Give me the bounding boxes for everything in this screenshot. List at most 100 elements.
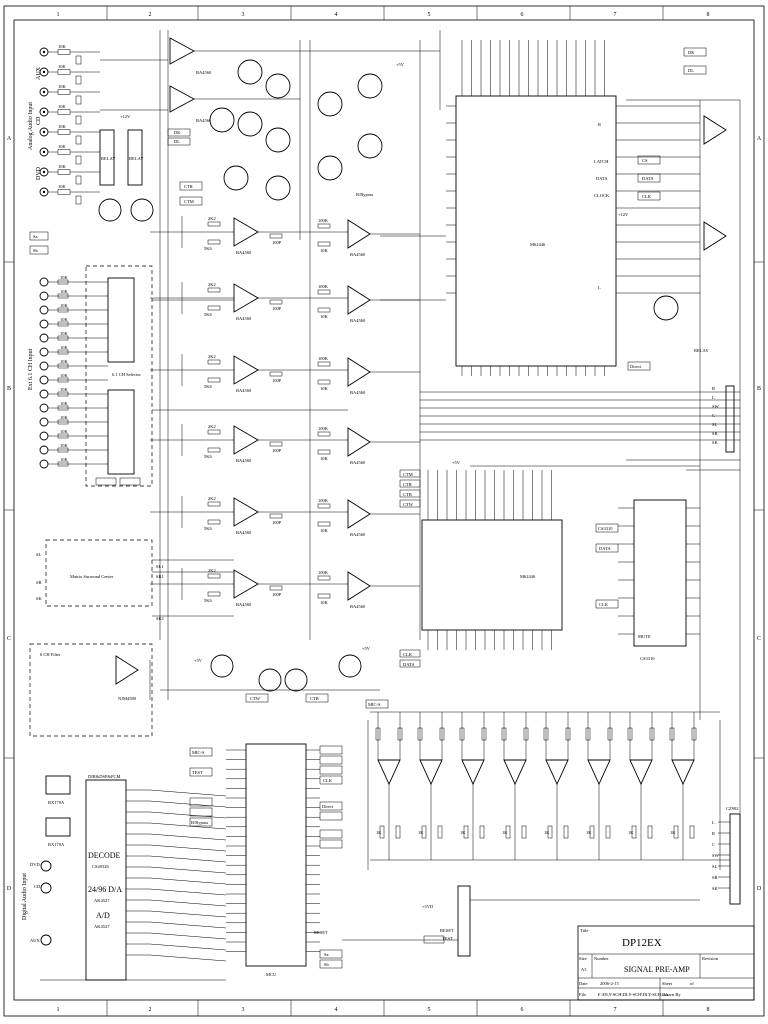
- rca-jack: [40, 882, 52, 894]
- resistor: [421, 825, 427, 839]
- opamp-symbol: [115, 655, 139, 685]
- transistor: [338, 654, 362, 678]
- component-value: 2K2: [208, 496, 216, 501]
- rca-jack-pin: [42, 70, 46, 74]
- section-label-analog-input: Analog Audio Input: [28, 102, 34, 150]
- resistor: [57, 189, 71, 195]
- resistor: [647, 825, 653, 839]
- chip-pins: [126, 789, 227, 962]
- resistor: [57, 461, 69, 467]
- component-value: 10K: [320, 248, 329, 253]
- chip-label-adc: A/D: [96, 911, 110, 920]
- resistor: [57, 447, 69, 453]
- net-tag: [319, 949, 343, 959]
- input-label-cd: CD: [36, 116, 42, 125]
- resistor: [317, 379, 331, 385]
- pin-label-r: R: [712, 386, 715, 391]
- resistor: [207, 305, 221, 311]
- ch-filter-section: 6 CH Filter NJM4580: [29, 643, 153, 737]
- transistor: [357, 133, 383, 159]
- component-value: BA4560: [350, 390, 366, 395]
- supply-label: +5V: [396, 62, 405, 67]
- resistor: [317, 307, 331, 313]
- connector-pin-label: SL: [712, 864, 718, 869]
- row-label: B: [757, 386, 761, 392]
- net-tag: [319, 801, 343, 811]
- component-value: 1K: [502, 830, 508, 835]
- net-tag: [319, 745, 343, 755]
- header-pin-label: TEST: [442, 936, 453, 941]
- dir-chip: [85, 779, 127, 981]
- resistor: [57, 363, 69, 369]
- component-value: 10K: [60, 331, 69, 336]
- supply-label: +5V: [362, 646, 371, 651]
- resistor: [269, 585, 283, 591]
- chip-pins: [226, 749, 320, 952]
- wire: [149, 954, 227, 962]
- component-value: 2K2: [208, 568, 216, 573]
- component-value: 100K: [318, 498, 329, 503]
- net-tag: [637, 155, 661, 165]
- opamp-symbol: [233, 283, 259, 313]
- resistor: [207, 221, 221, 227]
- net-label-reset: RESET: [314, 930, 328, 935]
- transistor: [210, 654, 234, 678]
- component-value: 10K: [58, 144, 67, 149]
- relay-label: RELAY: [694, 348, 709, 353]
- component-value: 5K6: [204, 526, 212, 531]
- selector-chip: [107, 277, 135, 363]
- resistor: [57, 307, 69, 313]
- opamp-symbol: [233, 569, 259, 599]
- revision-label: Revision: [702, 956, 719, 961]
- resistor: [207, 501, 221, 507]
- net-label-sa: Sa: [324, 952, 329, 957]
- file-value: F:\DLY-SCH\DLY-SCH\DLY-SCH.sch: [598, 992, 669, 997]
- wire: [149, 943, 227, 951]
- resistor: [207, 573, 221, 579]
- net-label-sa: Sa: [33, 234, 38, 239]
- net-label-clk: CLK: [403, 652, 413, 657]
- net-tag: [627, 361, 651, 371]
- net-label-clk: CLK: [323, 778, 333, 783]
- resistor: [57, 377, 69, 383]
- col-label: 6: [521, 12, 524, 18]
- resistor: [207, 591, 221, 597]
- wire: [149, 877, 227, 885]
- component-value: 10K: [60, 359, 69, 364]
- net-label-sk: SK: [36, 596, 43, 601]
- drawn-label: Drawn By: [662, 992, 681, 997]
- digital-label-aux: AUX: [30, 938, 40, 943]
- row-label: D: [757, 886, 762, 892]
- resistor: [563, 825, 569, 839]
- transistor: [258, 668, 282, 692]
- resistor: [75, 55, 82, 65]
- rca-jack-pin: [42, 190, 46, 194]
- opamp-symbol: [347, 357, 371, 387]
- filter-box: [29, 643, 153, 737]
- connector-pin-label: SK: [712, 886, 719, 891]
- pin-label-l: L: [712, 395, 715, 400]
- opamp-symbol: [169, 85, 195, 113]
- mcu-chip: [245, 743, 307, 967]
- program-header: +5VD RESET TEST: [422, 885, 471, 957]
- input-label-dvd: DVD: [36, 166, 42, 180]
- resistor: [437, 825, 443, 839]
- resistor: [207, 429, 221, 435]
- col-label: 2: [149, 1007, 152, 1013]
- component-value: 10K: [60, 373, 69, 378]
- opamp-symbol: [347, 499, 371, 529]
- resistor: [317, 521, 331, 527]
- transistor: [357, 73, 383, 99]
- rca-jack: [39, 347, 49, 357]
- col-label: 7: [614, 1007, 617, 1013]
- chip-pins: [618, 507, 700, 635]
- net-label-clk: CLK: [599, 602, 609, 607]
- pin-label-sw: SW: [712, 404, 720, 409]
- component-value: 10K: [58, 44, 67, 49]
- resistor: [57, 335, 69, 341]
- component-value: 10K: [60, 289, 69, 294]
- component-value: BA4560: [236, 388, 252, 393]
